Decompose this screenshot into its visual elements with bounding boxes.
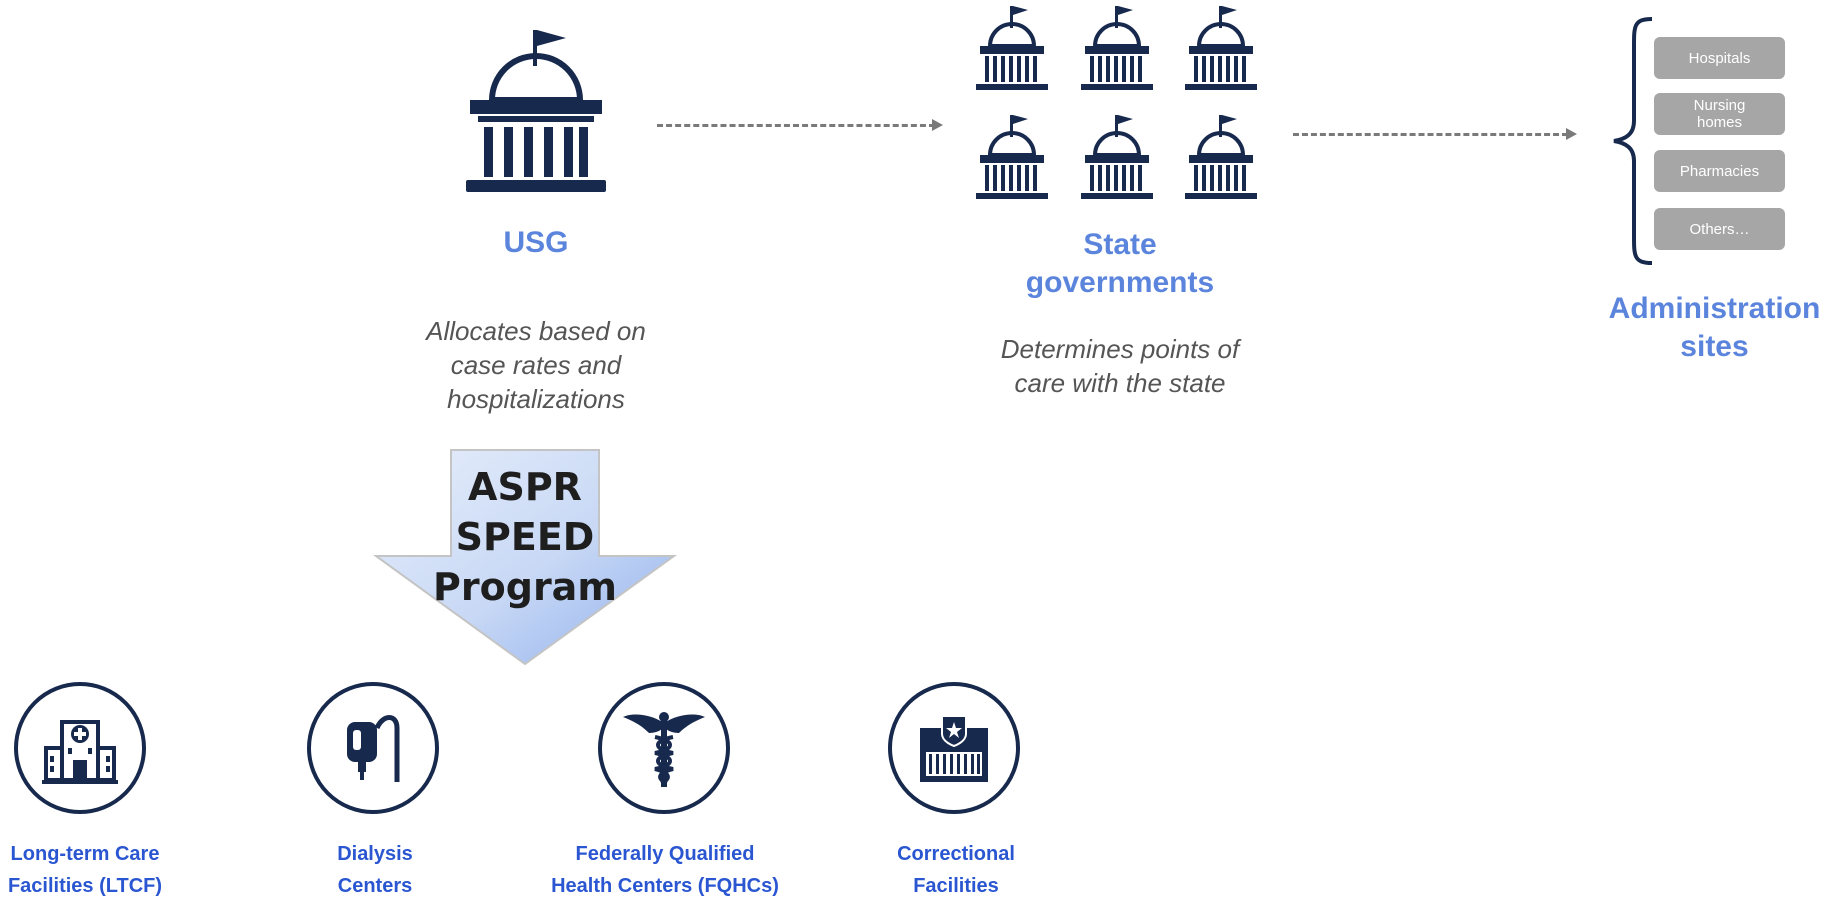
site-box-others: Others… [1654, 208, 1785, 250]
state-capitol-icon [1079, 113, 1155, 201]
states-description: Determines points of care with the state [960, 332, 1280, 400]
site-box-hospitals: Hospitals [1654, 37, 1785, 79]
ltcf-circle [14, 682, 146, 814]
admin-label: Administration sites [1600, 290, 1829, 366]
prison-icon [920, 715, 988, 782]
states-label: State governments [970, 226, 1270, 302]
program-label-line: SPEED [455, 515, 595, 559]
usg-capitol-icon [462, 24, 610, 194]
fqhc-label-line: Federally Qualified [575, 843, 755, 865]
usg-description: Allocates based on case rates and hospit… [376, 314, 696, 416]
ltcf-label: Long-term Care Facilities (LTCF) [0, 838, 170, 902]
site-box-pharmacies: Pharmacies [1654, 150, 1785, 192]
admin-label-line: Administration [1608, 292, 1821, 325]
dialysis-label-line: Centers [337, 875, 413, 897]
state-capitols-group [974, 4, 1259, 201]
fqhc-label-line: Health Centers (FQHCs) [551, 875, 779, 897]
states-description-line: Determines points of [1000, 334, 1240, 364]
caduceus-icon [623, 712, 705, 787]
states-description-line: care with the state [1014, 368, 1226, 398]
usg-to-states-connector [657, 124, 935, 127]
correctional-label: Correctional Facilities [876, 838, 1036, 902]
fqhc-circle [598, 682, 730, 814]
iv-bag-icon [347, 715, 400, 782]
dialysis-label: Dialysis Centers [295, 838, 455, 902]
states-label-line: governments [1025, 266, 1215, 299]
correctional-label-line: Correctional [897, 843, 1015, 865]
dialysis-circle [307, 682, 439, 814]
state-capitol-icon [1183, 4, 1259, 92]
sites-brace [1613, 17, 1653, 265]
correctional-circle [888, 682, 1020, 814]
program-arrow [372, 449, 678, 666]
program-label-line: Program [433, 565, 617, 609]
fqhc-label: Federally Qualified Health Centers (FQHC… [530, 838, 800, 902]
usg-description-line: case rates and [450, 350, 622, 380]
states-to-sites-connector [1293, 133, 1568, 136]
arrowhead-icon [932, 119, 943, 131]
state-capitol-icon [1183, 113, 1259, 201]
hospital-icon [42, 720, 118, 784]
ltcf-label-line: Facilities (LTCF) [7, 875, 163, 897]
usg-description-line: Allocates based on [426, 316, 646, 346]
state-capitol-icon [974, 113, 1050, 201]
state-capitol-icon [1079, 4, 1155, 92]
usg-label: USG [503, 226, 569, 259]
admin-label-line: sites [1680, 330, 1749, 363]
program-label-line: ASPR [468, 465, 582, 509]
program-label: ASPR SPEED Program [430, 462, 620, 612]
usg-description-line: hospitalizations [447, 384, 625, 414]
ltcf-label-line: Long-term Care [10, 843, 160, 865]
states-label-line: State [1083, 228, 1157, 261]
correctional-label-line: Facilities [913, 875, 999, 897]
site-box-nursing-homes: Nursing homes [1654, 93, 1785, 135]
state-capitol-icon [974, 4, 1050, 92]
dialysis-label-line: Dialysis [337, 843, 413, 865]
arrowhead-icon [1566, 128, 1577, 140]
